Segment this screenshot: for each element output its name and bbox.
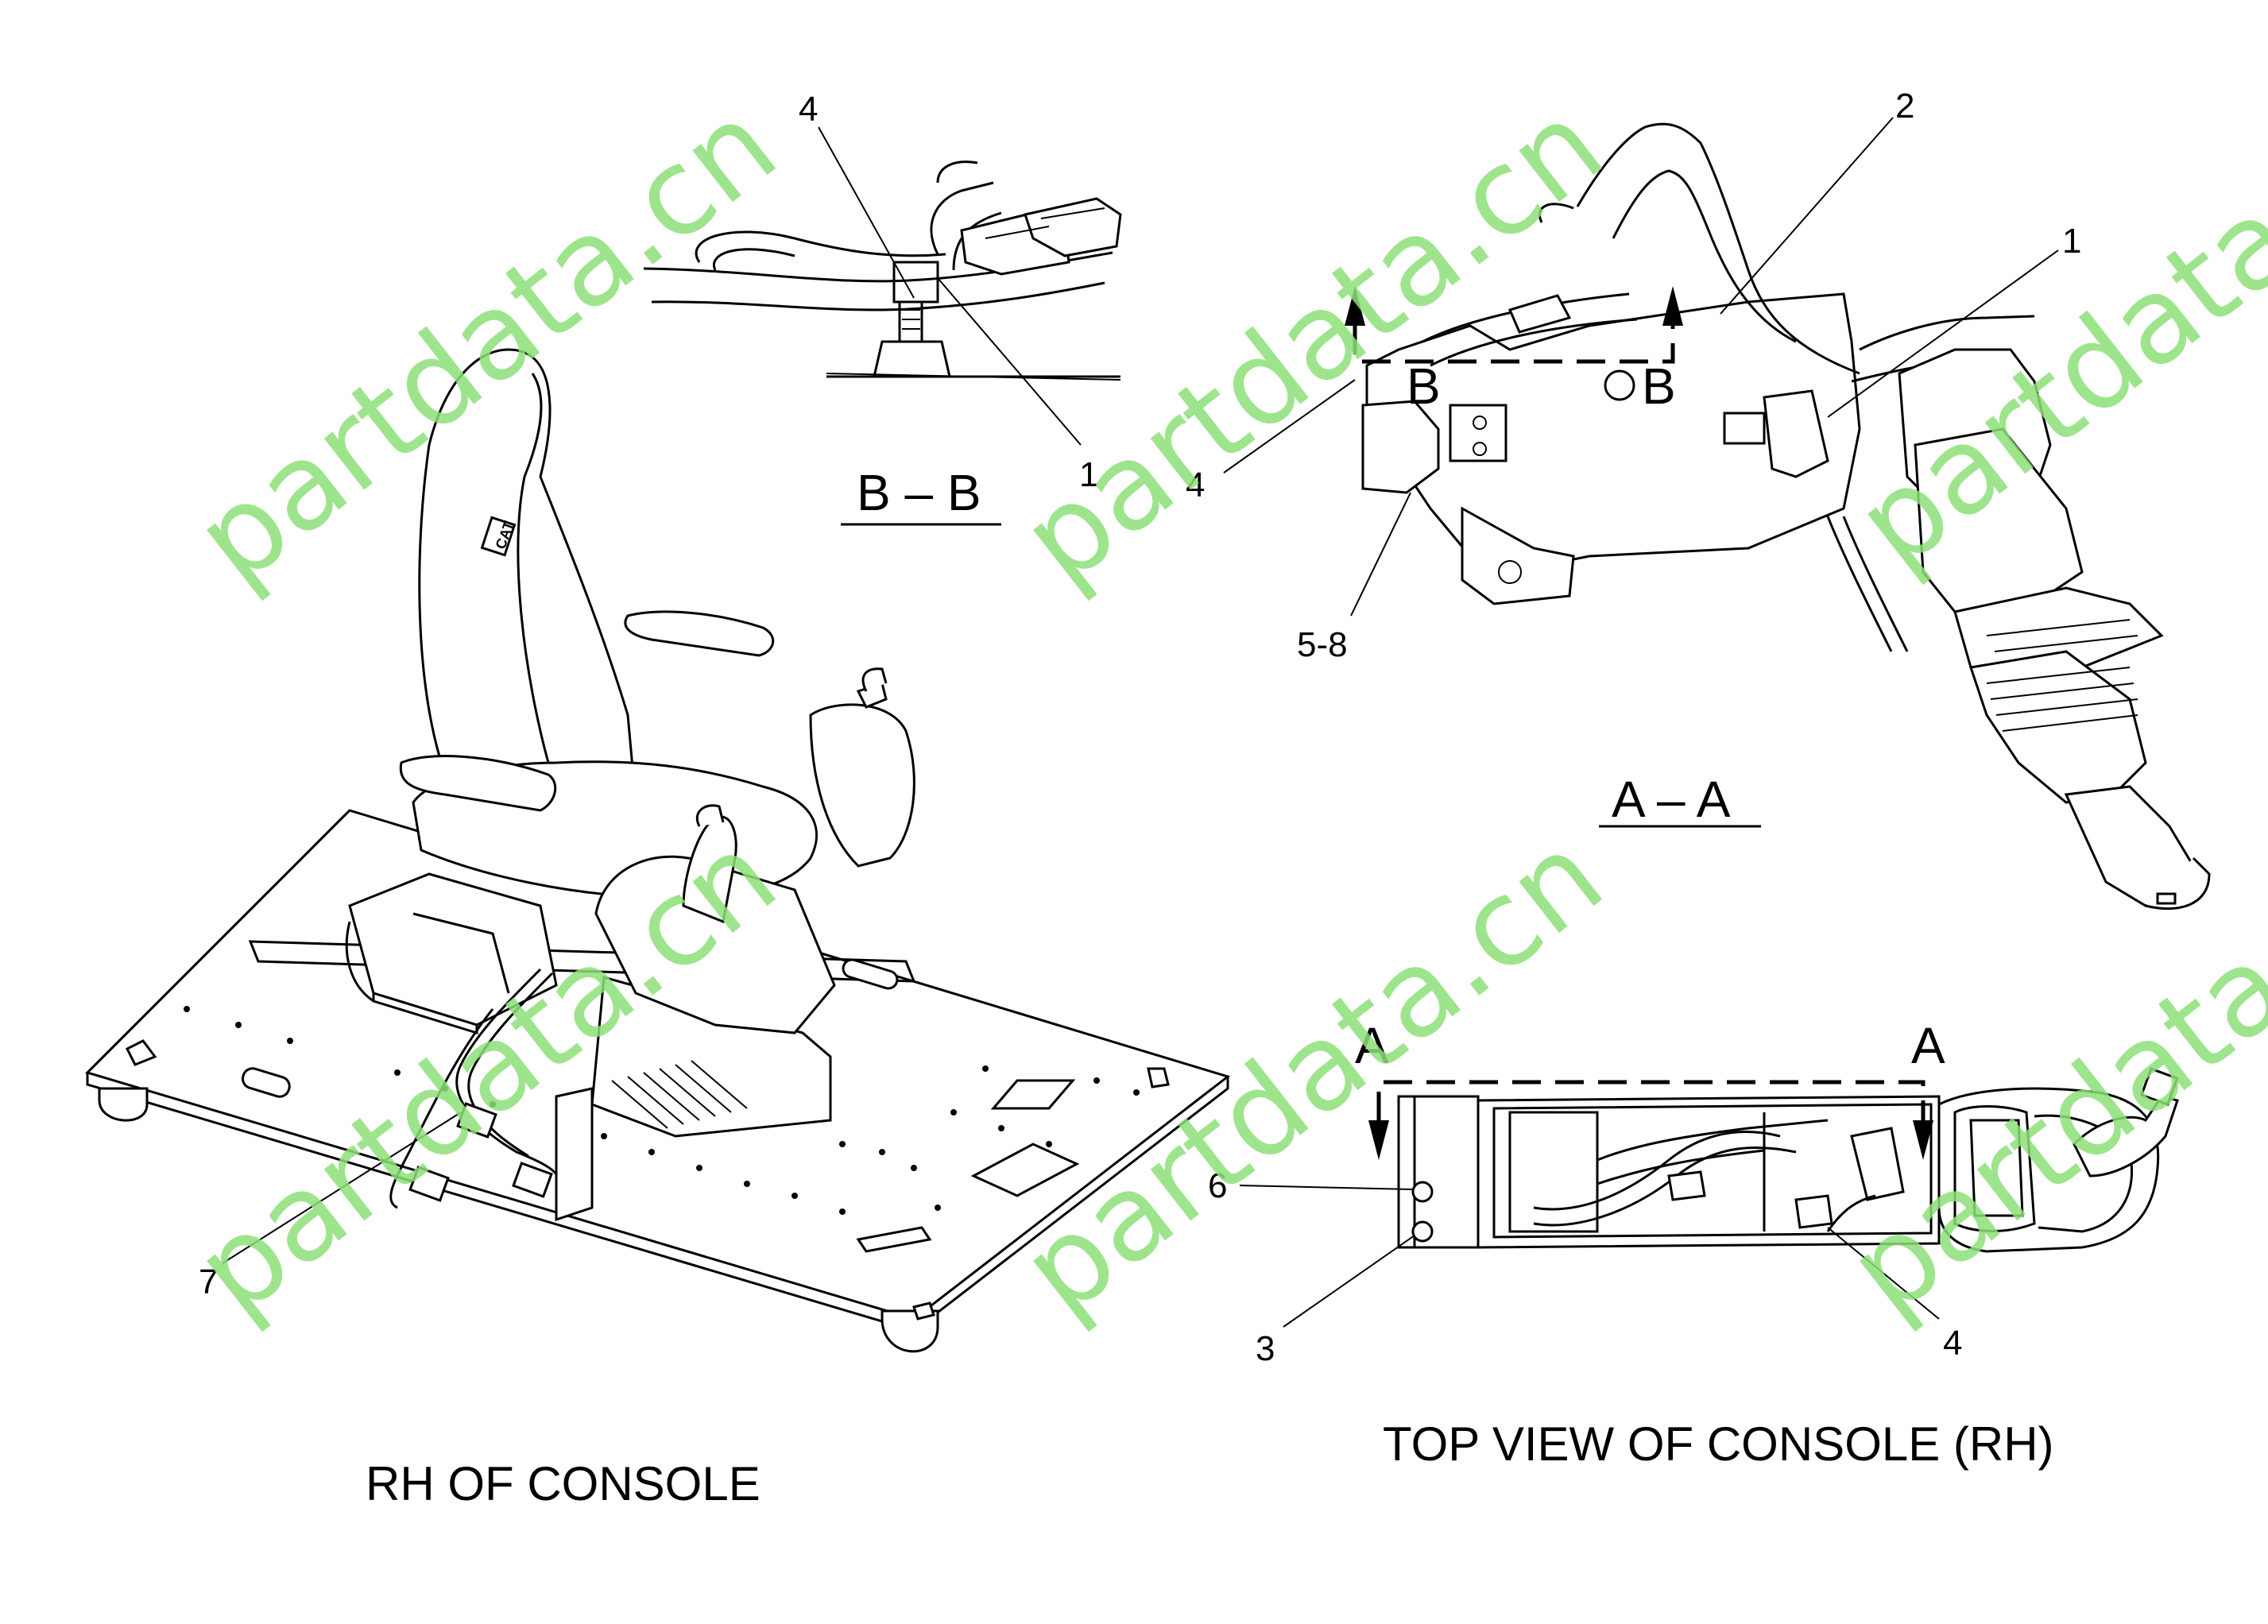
rh-console-view: CAT	[85, 348, 1231, 1353]
section-bb-view	[643, 160, 1122, 381]
cut-marker-b-right: B	[1642, 358, 1676, 415]
callout-label: 7	[199, 1262, 218, 1301]
callout-label: 4	[799, 90, 818, 129]
callout-label: 5-8	[1297, 625, 1348, 664]
section-aa-view	[1361, 122, 2211, 911]
callout-label: 3	[1256, 1329, 1275, 1368]
callout-label: 6	[1208, 1166, 1227, 1205]
rh-console-caption: RH OF CONSOLE	[366, 1457, 761, 1510]
callout-label: 4	[1186, 466, 1205, 505]
section-bb-title: B – B	[857, 464, 981, 521]
top-view-cut-line: A A	[1355, 1017, 1945, 1160]
section-aa-callouts: 2 1 4 5-8 A – A	[1186, 87, 2081, 828]
callout-label: 1	[2062, 222, 2081, 261]
callout-label: 2	[1895, 87, 1914, 126]
callout-label: 4	[1943, 1324, 1962, 1363]
cut-marker-a-right: A	[1911, 1017, 1945, 1074]
top-view-caption: TOP VIEW OF CONSOLE (RH)	[1383, 1417, 2054, 1471]
rh-console-callouts: 7 RH OF CONSOLE	[199, 1112, 761, 1510]
section-bb-callouts: 4 1 B – B	[799, 90, 1098, 526]
top-view-console	[1397, 1067, 2179, 1253]
callout-label: 1	[1079, 455, 1098, 494]
cut-marker-a-left: A	[1355, 1017, 1389, 1074]
section-aa-title: A – A	[1612, 771, 1731, 828]
top-view-callouts: 6 3 4 TOP VIEW OF CONSOLE (RH)	[1208, 1166, 2054, 1471]
section-aa-cut-line: B B	[1345, 286, 1683, 415]
cut-marker-b-left: B	[1407, 358, 1441, 415]
